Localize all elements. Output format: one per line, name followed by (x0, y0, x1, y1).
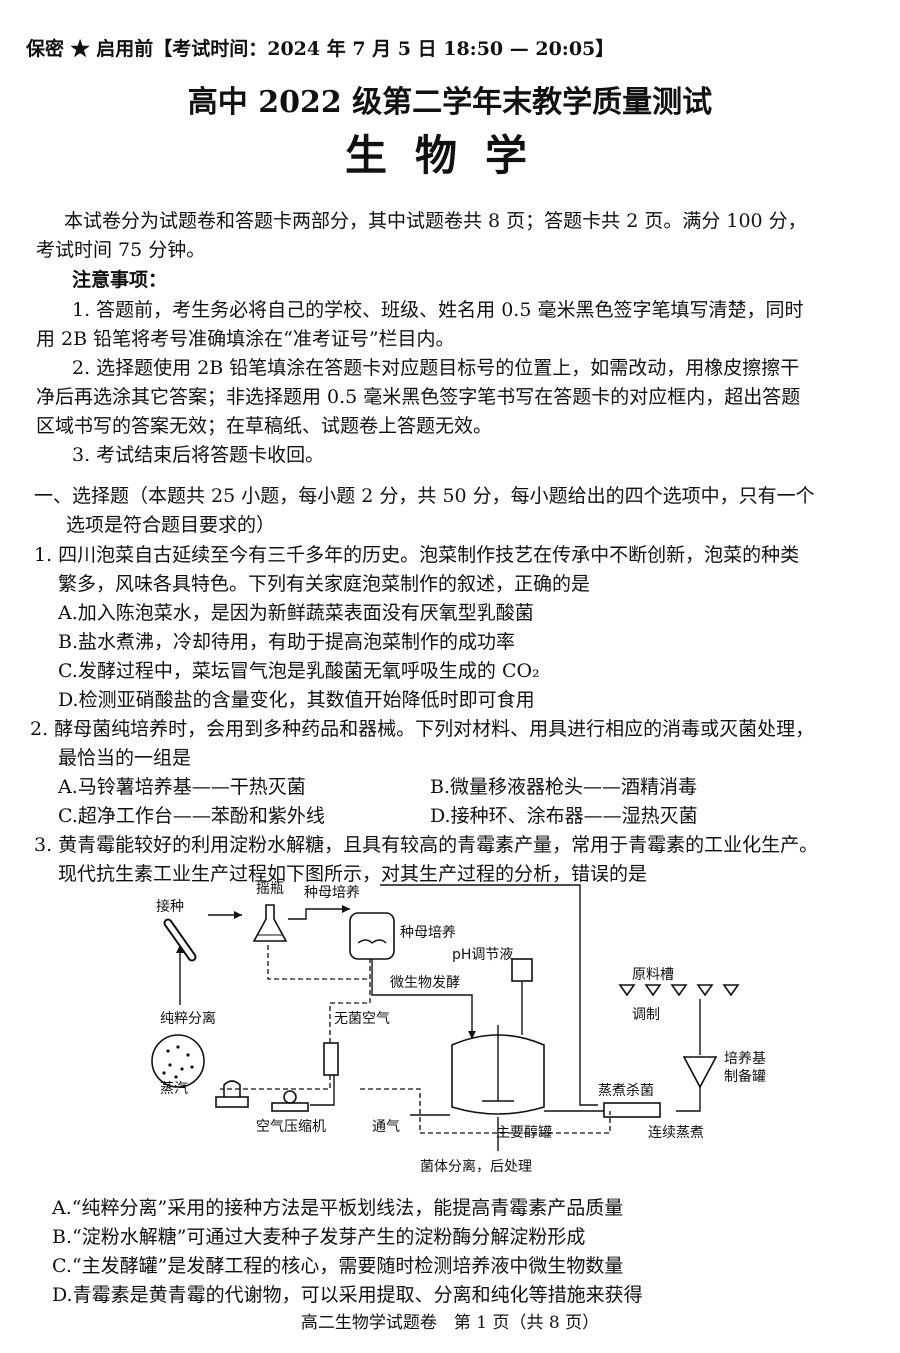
notice-line: 用 2B 铅笔将考号准确填涂在“准考证号”栏目内。 (36, 328, 455, 350)
q3-stem: 现代抗生素工业生产过程如下图所示，对其生产过程的分析，错误的是 (58, 863, 648, 885)
subject-title: 生物学 (344, 131, 555, 180)
air-filter-icon (323, 1042, 339, 1076)
section-heading: 一、选择题（本题共 25 小题，每小题 2 分，共 50 分，每小题给出的四个选… (34, 485, 815, 507)
label-air-compressor: 空气压缩机 (256, 1119, 326, 1135)
intro-line-2: 考试时间 75 分钟。 (36, 239, 206, 261)
label-seed-culture-top: 种母培养 (304, 885, 360, 901)
q1-stem: 1. 四川泡菜自古延续至今有三千多年的历史。泡菜制作技艺在传承中不断创新，泡菜的… (34, 544, 800, 566)
label-pure-isolation: 纯粹分离 (160, 1010, 216, 1027)
air-compressor-icon (271, 1090, 309, 1112)
label-inoculate: 接种 (156, 898, 184, 915)
q2-option-a: A.马铃薯培养基——干热灭菌 (58, 776, 306, 798)
q2-option-c: C.超净工作台——苯酚和紫外线 (58, 805, 325, 827)
q2-stem: 2. 酵母菌纯培养时，会用到多种药品和器械。下列对材料、用具进行相应的消毒或灭菌… (30, 718, 815, 740)
fermentation-process-diagram: 接种 摇瓶 种母培养 纯粹分离 种母培养 微生物发酵 pH调节液 (151, 881, 766, 1175)
label-shake-flask: 摇瓶 (256, 881, 284, 897)
label-ph-solution: pH调节液 (452, 947, 513, 963)
seed-tank-icon (349, 912, 395, 960)
q1-option-b: B.盐水煮沸，冷却待用，有助于提高泡菜制作的成功率 (58, 631, 516, 653)
q3-option-d: D.青霉素是黄青霉的代谢物，可以采用提取、分离和纯化等措施来获得 (52, 1284, 643, 1306)
notice-line: 区域书写的答案无效；在草稿纸、试题卷上答题无效。 (36, 415, 493, 437)
notice-line: 净后再选涂其它答案；非选择题用 0.5 毫米黑色签字笔书写在答题卡的对应框内，超… (36, 386, 801, 408)
q3-stem: 3. 黄青霉能较好的利用淀粉水解糖，且具有较高的青霉素产量，常用于青霉素的工业化… (34, 834, 819, 856)
steam-boiler-icon (215, 1080, 249, 1108)
notice-title: 注意事项： (72, 269, 168, 291)
section-heading-cont: 选项是符合题目要求的） (66, 514, 276, 536)
q1-stem: 繁多，风味各具特色。下列有关家庭泡菜制作的叙述，正确的是 (58, 573, 591, 595)
label-medium-tank-2: 制备罐 (724, 1068, 766, 1085)
q1-option-a: A.加入陈泡菜水，是因为新鲜蔬菜表面没有厌氧型乳酸菌 (58, 602, 534, 624)
q3-option-c: C.“主发酵罐”是发酵工程的核心，需要随时检测培养液中微生物数量 (52, 1255, 624, 1277)
q2-stem: 最恰当的一组是 (58, 747, 192, 769)
label-aeration: 通气 (372, 1119, 400, 1135)
label-sterile-air: 无菌空气 (334, 1011, 390, 1027)
q3-option-b: B.“淀粉水解糖”可通过大麦种子发芽产生的淀粉酶分解淀粉形成 (52, 1226, 586, 1248)
label-continuous-steam: 连续蒸煮 (648, 1124, 704, 1141)
q3-option-a: A.“纯粹分离”采用的接种方法是平板划线法，能提高青霉素产品质量 (52, 1197, 624, 1219)
q2-option-d: D.接种环、涂布器——湿热灭菌 (430, 805, 698, 827)
notice-line: 3. 考试结束后将答题卡收回。 (72, 444, 325, 466)
notice-line: 1. 答题前，考生务必将自己的学校、班级、姓名用 0.5 毫米黑色签字笔填写清楚… (72, 299, 804, 321)
medium-tank-icon (682, 1056, 718, 1089)
label-raw-tank: 原料槽 (632, 967, 674, 983)
q1-option-c: C.发酵过程中，菜坛冒气泡是乳酸菌无氧呼吸生成的 CO₂ (58, 660, 540, 682)
ph-bottle-icon (511, 958, 533, 1035)
label-microbial-fermentation: 微生物发酵 (390, 975, 460, 991)
label-seed-culture-tank: 种母培养 (400, 925, 456, 941)
label-steam-sterilize: 蒸煮杀菌 (598, 1083, 654, 1099)
q2-option-b: B.微量移液器枪头——酒精消毒 (430, 776, 698, 798)
intro-line-1: 本试卷分为试题卷和答题卡两部分，其中试题卷共 8 页；答题卡共 2 页。满分 1… (64, 210, 807, 232)
test-tube-icon (163, 918, 197, 962)
flask-icon (252, 904, 288, 942)
raw-tanks-icon (618, 984, 740, 997)
label-cell-separation: 菌体分离，后处理 (420, 1158, 532, 1175)
petri-dish-icon (151, 1034, 205, 1088)
label-prepare: 调制 (632, 1007, 660, 1023)
main-fermenter-icon (451, 1025, 545, 1115)
label-medium-tank: 培养基 (724, 1050, 766, 1067)
page-footer: 高二生物学试题卷 第 1 页（共 8 页） (300, 1313, 600, 1333)
q1-option-d: D.检测亚硝酸盐的含量变化，其数值开始降低时即可食用 (58, 689, 535, 711)
exam-header: 保密 ★ 启用前【考试时间：2024 年 7 月 5 日 18:50 — 20:… (26, 38, 615, 60)
exam-title: 高中 2022 级第二学年末教学质量测试 (187, 85, 713, 120)
steam-tube-icon (603, 1102, 661, 1118)
label-steam: 蒸汽 (160, 1081, 188, 1097)
notice-line: 2. 选择题使用 2B 铅笔填涂在答题卡对应题目标号的位置上，如需改动，用橡皮擦… (72, 357, 800, 379)
